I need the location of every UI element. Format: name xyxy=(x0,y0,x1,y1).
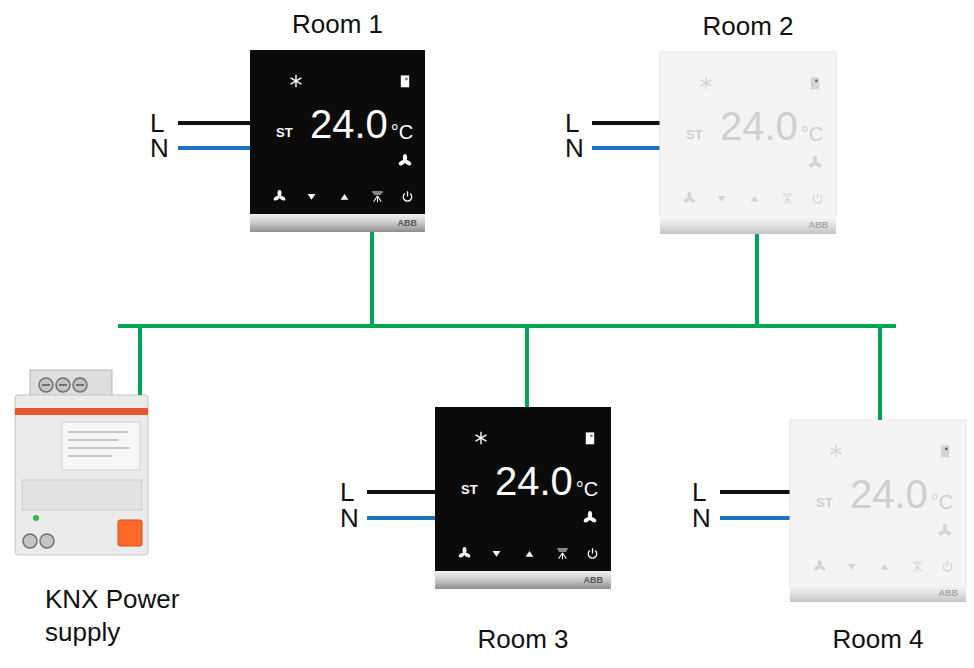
room-label: Room 4 xyxy=(770,623,974,657)
brand-logo: ABB xyxy=(939,589,959,598)
wire-label: N xyxy=(692,505,711,531)
mode-text: ST xyxy=(461,483,478,496)
wire-label: L xyxy=(565,110,579,136)
wire-label: L xyxy=(692,479,706,505)
mode-text: ST xyxy=(816,496,833,509)
wire-label: L xyxy=(150,110,164,136)
temperature-text: 24.0 xyxy=(495,461,573,501)
brand-logo: ABB xyxy=(809,221,829,230)
power-supply-illustration xyxy=(15,370,148,555)
power-supply-box: KNX Power supply xyxy=(15,395,148,555)
wire-label: N xyxy=(150,135,169,161)
device-label: KNX Power supply xyxy=(45,583,205,648)
brand-logo: ABB xyxy=(584,576,604,585)
thermostat-dark xyxy=(250,50,425,232)
thermostat-light xyxy=(790,420,966,602)
thermostat-light xyxy=(660,52,836,234)
temperature-text: 24.0 xyxy=(850,474,928,514)
thermostat-box: Room 2ST24.0°CABB xyxy=(660,52,836,234)
bus-line xyxy=(140,326,527,407)
mode-text: ST xyxy=(686,128,703,141)
temperature-text: 24.0 xyxy=(310,104,388,144)
unit-text: °C xyxy=(576,479,598,499)
mode-text: ST xyxy=(276,126,293,139)
wire-label: N xyxy=(340,505,359,531)
brand-logo: ABB xyxy=(398,219,418,228)
bus-line xyxy=(140,326,880,420)
thermostat-box: Room 3ST24.0°CABB xyxy=(435,407,611,589)
thermostat-dark xyxy=(435,407,611,589)
temperature-text: 24.0 xyxy=(720,106,798,146)
unit-text: °C xyxy=(391,122,413,142)
wire-label: L xyxy=(340,479,354,505)
unit-text: °C xyxy=(931,492,953,512)
thermostat-box: Room 1ST24.0°CABB xyxy=(250,50,425,232)
unit-text: °C xyxy=(801,124,823,144)
room-label: Room 1 xyxy=(230,8,445,42)
bus-line xyxy=(140,234,757,395)
room-label: Room 3 xyxy=(415,623,631,657)
room-label: Room 2 xyxy=(640,10,856,44)
bus-line xyxy=(140,232,372,395)
wire-label: N xyxy=(565,135,584,161)
thermostat-box: Room 4ST24.0°CABB xyxy=(790,420,966,602)
